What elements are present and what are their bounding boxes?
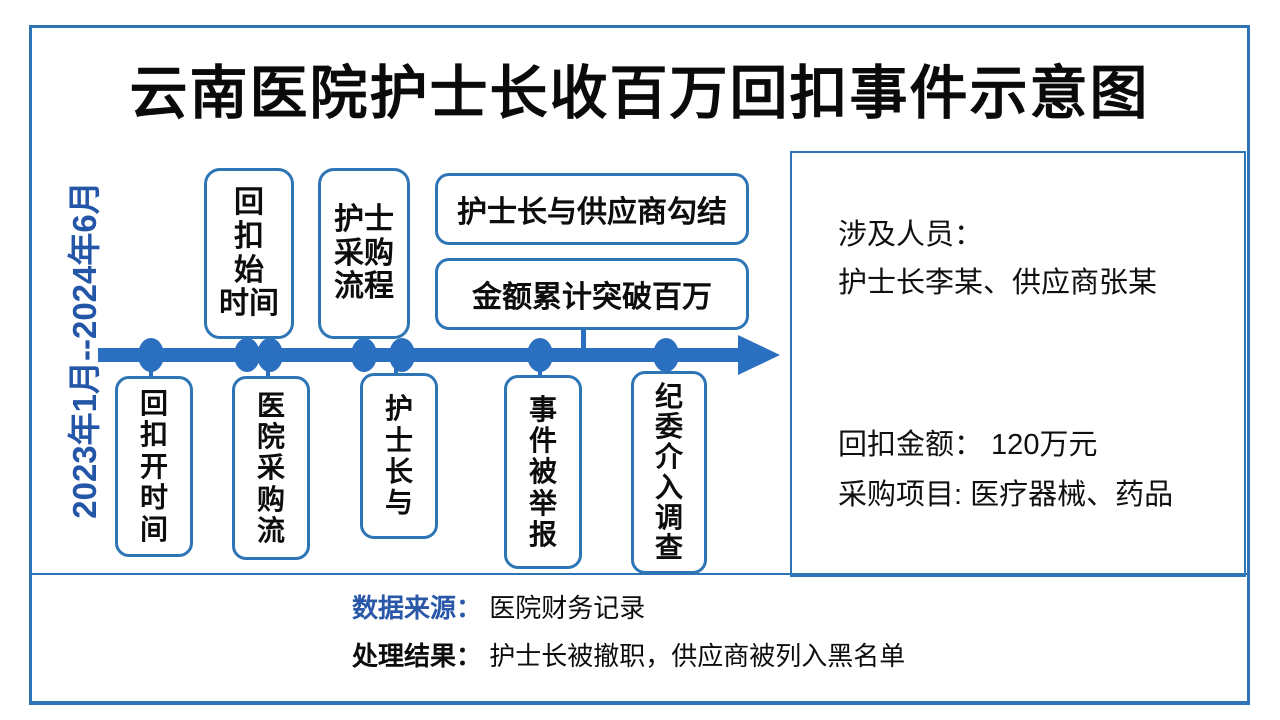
- timeline-dot-3: [257, 338, 283, 372]
- event-box-hospital-procurement: 医 院 采 购 流: [232, 376, 310, 560]
- event-box-kickback-start-time: 回 扣 始 时间: [204, 168, 294, 339]
- timeline-dot-6: [527, 338, 553, 372]
- involved-persons-value: 护士长李某、供应商张某: [838, 267, 1158, 299]
- event-box-label: 护士 采购 流程: [334, 203, 394, 304]
- handling-result-value: 护士长被撤职，供应商被列入黑名单: [489, 641, 906, 671]
- event-box-head-nurse-with: 护 士 长 与: [360, 373, 438, 539]
- event-box-incident-reported: 事 件 被 举 报: [504, 375, 582, 569]
- event-box-discipline-investigation: 纪 委 介 入 调 查: [631, 371, 707, 574]
- info-panel: 涉及人员： 护士长李某、供应商张某 回扣金额： 120万元 采购项目: 医疗器械…: [790, 151, 1246, 577]
- data-source-line: 数据来源： 医院财务记录: [352, 588, 645, 625]
- page-title: 云南医院护士长收百万回扣事件示意图: [129, 61, 1150, 126]
- data-source-value: 医院财务记录: [489, 593, 646, 623]
- timeline-line: [98, 348, 743, 362]
- procurement-items-line: 采购项目: 医疗器械、药品: [838, 479, 1174, 511]
- event-box-label: 事 件 被 举 报: [528, 393, 557, 551]
- timeline-dot-5: [389, 338, 415, 372]
- event-box-label: 金额累计突破百万: [472, 281, 712, 314]
- event-box-label: 纪 委 介 入 调 查: [654, 380, 683, 563]
- event-box-kickback-open-time: 回 扣 开 时 间: [115, 376, 193, 557]
- footer-divider: [32, 573, 1247, 575]
- event-box-label: 医 院 采 购 流: [256, 389, 285, 547]
- event-box-label: 护士长与供应商勾结: [457, 196, 727, 229]
- handling-result-line: 处理结果： 护士长被撤职，供应商被列入黑名单: [352, 636, 905, 673]
- timeline-dot-1: [138, 338, 164, 372]
- event-box-label: 护 士 长 与: [384, 393, 413, 519]
- data-source-label: 数据来源：: [352, 593, 483, 623]
- event-box-label: 回 扣 开 时 间: [139, 388, 168, 545]
- connector-stem-top-3: [581, 324, 586, 352]
- event-box-collusion: 护士长与供应商勾结: [435, 173, 749, 245]
- kickback-amount-line: 回扣金额： 120万元: [838, 429, 1098, 461]
- handling-result-label: 处理结果：: [352, 641, 483, 671]
- outer-frame: 云南医院护士长收百万回扣事件示意图 2023年1月--2024年6月 回 扣 始…: [29, 25, 1250, 705]
- event-box-nurse-procurement-process: 护士 采购 流程: [318, 168, 410, 339]
- timeline-dot-4: [351, 338, 377, 372]
- timeline-dot-7: [653, 338, 679, 372]
- timeline-arrowhead-icon: [738, 335, 780, 375]
- involved-persons-label: 涉及人员：: [838, 219, 984, 251]
- event-box-label: 回 扣 始 时间: [219, 186, 279, 321]
- timeline-dot-2: [234, 338, 260, 372]
- event-box-amount-exceeds-million: 金额累计突破百万: [435, 258, 749, 330]
